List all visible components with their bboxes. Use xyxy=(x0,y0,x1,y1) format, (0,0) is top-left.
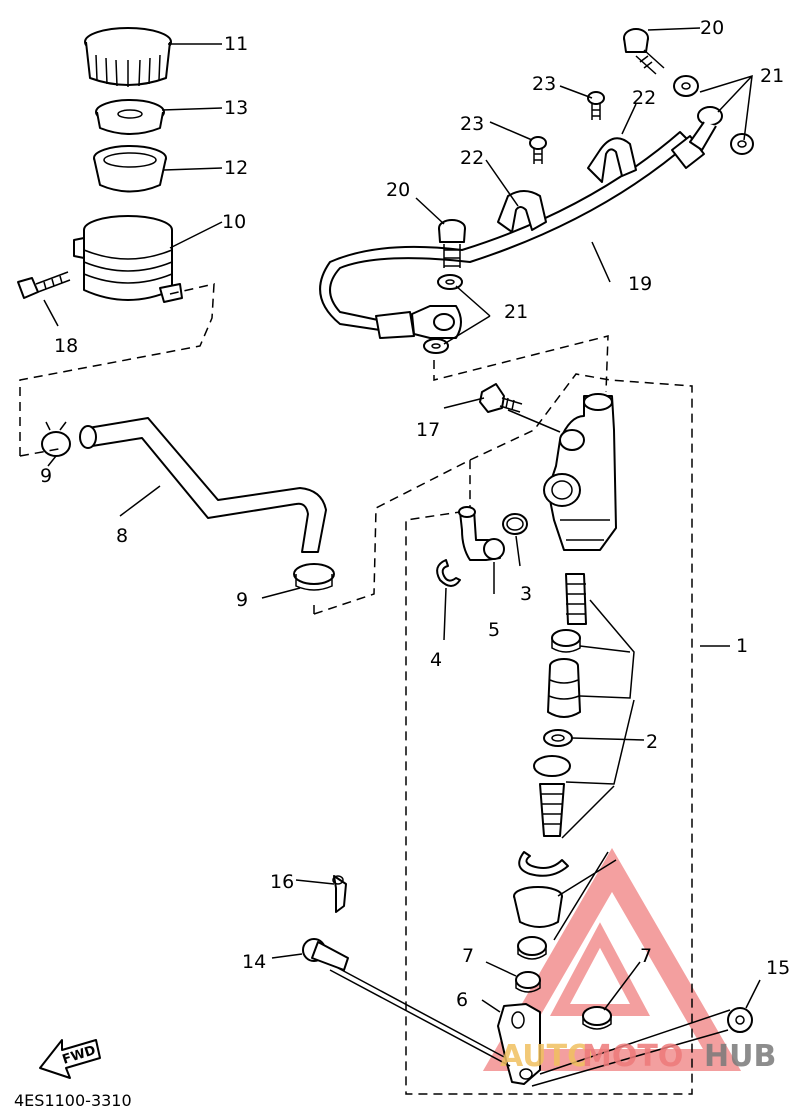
clevis-washer xyxy=(727,1007,753,1033)
callout-14: 14 xyxy=(242,951,266,973)
clevis-pin xyxy=(302,938,349,971)
clevis-joint xyxy=(497,1003,541,1085)
callout-23-right: 23 xyxy=(532,73,556,95)
callout-9-upper: 9 xyxy=(40,465,52,487)
callout-21-left: 21 xyxy=(504,301,528,323)
watermark-hub: HUB xyxy=(704,1039,776,1074)
lock-nuts xyxy=(515,971,612,1030)
master-cylinder-body xyxy=(543,393,617,551)
callout-4: 4 xyxy=(430,649,442,671)
piston-cup-seal xyxy=(543,729,573,747)
callout-6: 6 xyxy=(456,989,468,1011)
watermark-auto: AUTO xyxy=(500,1039,593,1074)
hose-joint-elbow xyxy=(458,506,505,561)
push-rod-nut xyxy=(517,936,547,960)
cap-diaphragm-plate xyxy=(95,99,165,135)
reservoir-tank xyxy=(73,215,183,303)
copper-washers xyxy=(423,75,754,354)
union-bolt-left xyxy=(438,219,466,268)
clamp-screws xyxy=(529,91,605,164)
callout-7-right: 7 xyxy=(640,945,652,967)
callout-16: 16 xyxy=(270,871,294,893)
hose-guide-clamps xyxy=(497,137,637,233)
callout-17: 17 xyxy=(416,419,440,441)
fwd-arrow: FWD xyxy=(39,1039,101,1079)
callout-15: 15 xyxy=(766,957,790,979)
circlip-large xyxy=(518,851,569,877)
hose-clamp-lower xyxy=(293,563,335,591)
piston xyxy=(547,658,581,718)
callout-8: 8 xyxy=(116,525,128,547)
callout-22-left: 22 xyxy=(460,147,484,169)
body-bolt xyxy=(479,383,523,413)
reservoir-bolt xyxy=(17,271,71,299)
push-rod xyxy=(533,755,571,837)
callout-13: 13 xyxy=(224,97,248,119)
callout-19: 19 xyxy=(628,273,652,295)
hose-clamp-upper xyxy=(41,421,71,457)
circlip-small xyxy=(436,559,461,587)
banjo-fitting-lower xyxy=(411,305,462,339)
callout-18: 18 xyxy=(54,335,78,357)
callout-20-left: 20 xyxy=(386,179,410,201)
leader-lines xyxy=(43,27,761,1087)
dust-boot xyxy=(513,886,563,928)
diagram-code: 4ES1100-3310 xyxy=(14,1091,132,1110)
callout-10: 10 xyxy=(222,211,246,233)
callout-21-right: 21 xyxy=(760,65,784,87)
spring-seat-cup xyxy=(551,629,581,653)
dashed-group-lines xyxy=(19,283,693,1095)
callout-11: 11 xyxy=(224,33,248,55)
cotter-pin xyxy=(332,875,347,913)
callout-2: 2 xyxy=(646,731,658,753)
piston-spring xyxy=(565,573,587,625)
callout-5: 5 xyxy=(488,619,500,641)
callout-22-right: 22 xyxy=(632,87,656,109)
brake-hose xyxy=(319,106,723,339)
callout-1: 1 xyxy=(736,635,748,657)
reservoir-cap xyxy=(84,27,172,87)
reservoir-hose xyxy=(79,417,327,553)
callout-20-right: 20 xyxy=(700,17,724,39)
callout-3: 3 xyxy=(520,583,532,605)
callout-12: 12 xyxy=(224,157,248,179)
callout-23-left: 23 xyxy=(460,113,484,135)
watermark-moto: MOTO xyxy=(582,1039,683,1074)
callout-7-left: 7 xyxy=(462,945,474,967)
union-bolt-right xyxy=(623,28,665,75)
cap-diaphragm xyxy=(93,145,167,193)
o-ring xyxy=(502,513,528,535)
watermark-text: AUTO MOTO HUB xyxy=(500,1039,776,1074)
callout-9-lower: 9 xyxy=(236,589,248,611)
callout-numbers: 11 13 12 10 18 9 8 9 20 23 22 21 23 22 2… xyxy=(40,17,790,1011)
